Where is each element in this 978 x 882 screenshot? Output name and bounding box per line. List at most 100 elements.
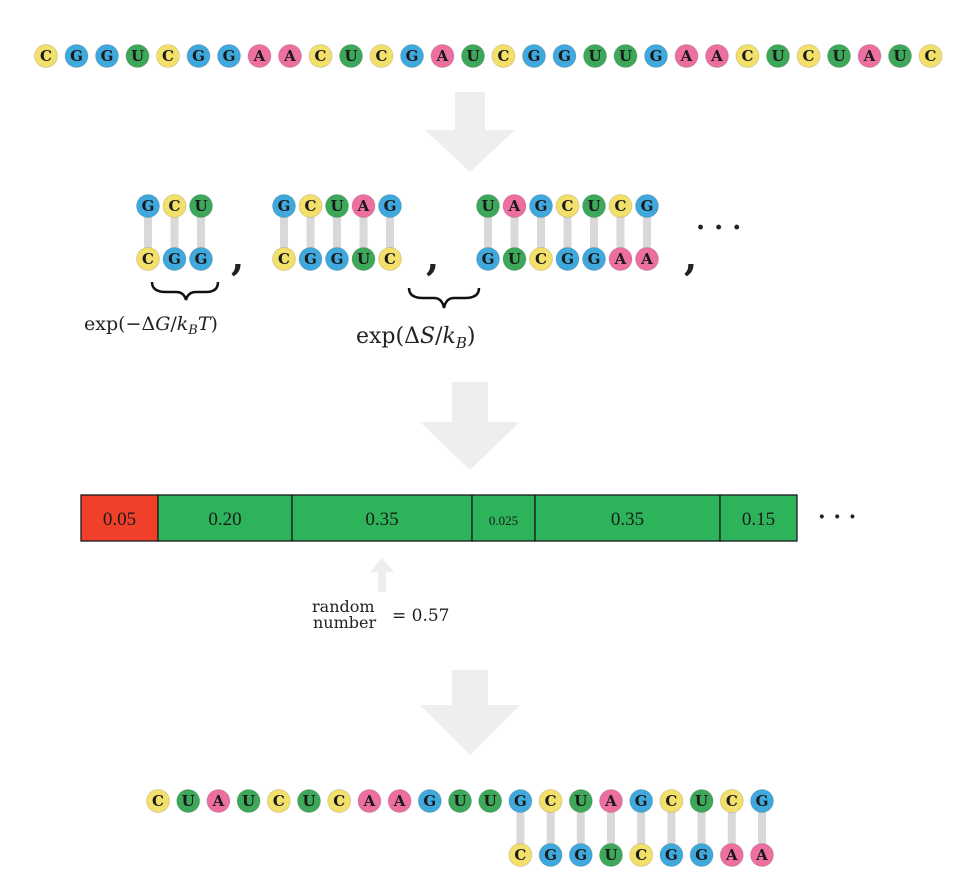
nucleotide: G bbox=[644, 44, 668, 68]
nucleotide-letter: G bbox=[384, 197, 397, 215]
random-pointer-arrow bbox=[370, 558, 394, 592]
nucleotide: C bbox=[735, 44, 760, 68]
nucleotide: G bbox=[476, 247, 500, 271]
nucleotide: U bbox=[502, 247, 527, 271]
nucleotide: G bbox=[568, 843, 593, 867]
base-pair-bond bbox=[607, 812, 615, 846]
nucleotide-letter: U bbox=[194, 197, 207, 215]
nucleotide-letter: C bbox=[545, 792, 557, 810]
nucleotide: A bbox=[608, 247, 633, 271]
nucleotide-letter: U bbox=[695, 792, 708, 810]
nucleotide: A bbox=[750, 843, 774, 867]
nucleotide-letter: U bbox=[771, 47, 784, 65]
nucleotide-letter: A bbox=[604, 792, 617, 810]
nucleotide-letter: G bbox=[278, 197, 291, 215]
nucleotide-letter: G bbox=[695, 846, 708, 864]
nucleotide: U bbox=[176, 789, 201, 813]
nucleotide: A bbox=[719, 843, 744, 867]
nucleotide: A bbox=[357, 789, 382, 813]
probability-segment bbox=[471, 494, 536, 542]
nucleotide: C bbox=[629, 843, 654, 867]
nucleotide: G bbox=[582, 247, 606, 271]
nucleotide-letter: C bbox=[665, 792, 677, 810]
nucleotide-letter: G bbox=[304, 250, 317, 268]
nucleotide-letter: C bbox=[498, 47, 510, 65]
nucleotide-letter: A bbox=[863, 47, 876, 65]
nucleotide: G bbox=[522, 44, 546, 68]
nucleotide-letter: G bbox=[756, 792, 769, 810]
nucleotide-letter: U bbox=[588, 47, 601, 65]
nucleotide: U bbox=[888, 44, 912, 68]
nucleotide-letter: A bbox=[614, 250, 627, 268]
nucleotide: U bbox=[125, 44, 150, 68]
nucleotide: C bbox=[34, 44, 58, 68]
base-pair-bond bbox=[510, 217, 519, 254]
candidate-ellipsis: · · · bbox=[696, 213, 741, 243]
nucleotide-letter: U bbox=[302, 792, 315, 810]
nucleotide-letter: A bbox=[755, 846, 768, 864]
nucleotide-letter: G bbox=[331, 250, 344, 268]
nucleotide: U bbox=[476, 194, 500, 218]
nucleotide-letter: A bbox=[710, 47, 723, 65]
nucleotide-letter: U bbox=[587, 197, 600, 215]
base-pair-bond bbox=[667, 812, 676, 846]
nucleotide-letter: C bbox=[142, 250, 154, 268]
nucleotide-letter: C bbox=[384, 250, 396, 268]
probability-value: 0.35 bbox=[611, 509, 644, 530]
base-pair-bond bbox=[516, 812, 525, 846]
nucleotide-letter: G bbox=[192, 47, 205, 65]
nucleotide: G bbox=[555, 247, 580, 271]
nucleotide: G bbox=[629, 789, 654, 813]
probability-value: 0.35 bbox=[365, 509, 398, 530]
nucleotide: G bbox=[635, 194, 659, 218]
base-pair-bond bbox=[637, 812, 646, 846]
base-pair-bond bbox=[386, 217, 394, 254]
nucleotide: C bbox=[378, 247, 402, 271]
nucleotide-letter: G bbox=[70, 47, 83, 65]
nucleotide-letter: G bbox=[588, 250, 601, 268]
nucleotide: C bbox=[266, 789, 291, 813]
comma-2: , bbox=[426, 234, 439, 279]
nucleotide-letter: U bbox=[574, 792, 587, 810]
energy-weight-label: exp(−ΔG/kBT) bbox=[84, 313, 218, 338]
nucleotide: A bbox=[857, 44, 882, 68]
nucleotide: G bbox=[508, 789, 533, 813]
nucleotide: U bbox=[297, 789, 321, 813]
base-pair-bond bbox=[563, 217, 572, 254]
nucleotide: C bbox=[918, 44, 943, 68]
nucleotide-letter: C bbox=[726, 792, 738, 810]
nucleotide: G bbox=[64, 44, 89, 68]
nucleotide: A bbox=[502, 194, 527, 218]
nucleotide: U bbox=[613, 44, 638, 68]
base-pair-bond bbox=[306, 217, 315, 254]
nucleotide: A bbox=[430, 44, 455, 68]
nucleotide: U bbox=[461, 44, 485, 68]
nucleotide: A bbox=[635, 247, 659, 271]
nucleotide: C bbox=[538, 789, 563, 813]
nucleotide: G bbox=[217, 44, 241, 68]
nucleotide-letter: C bbox=[273, 792, 285, 810]
nucleotide: A bbox=[674, 44, 699, 68]
nucleotide-letter: U bbox=[242, 792, 255, 810]
nucleotide-letter: C bbox=[535, 250, 547, 268]
nucleotide: C bbox=[136, 247, 160, 271]
nucleotide-letter: G bbox=[223, 47, 236, 65]
nucleotide-letter: C bbox=[162, 47, 174, 65]
nucleotide: C bbox=[608, 194, 633, 218]
nucleotide: C bbox=[719, 789, 744, 813]
probability-value: 0.15 bbox=[742, 509, 775, 530]
nucleotide-letter: G bbox=[195, 250, 208, 268]
nucleotide: U bbox=[189, 194, 213, 218]
base-pair-bond bbox=[359, 217, 368, 254]
nucleotide-letter: C bbox=[514, 846, 526, 864]
base-pair-bond bbox=[758, 812, 766, 846]
nucleotide: G bbox=[162, 247, 187, 271]
nucleotide: C bbox=[156, 44, 180, 68]
nucleotide: G bbox=[325, 247, 349, 271]
nucleotide-letter: G bbox=[635, 792, 648, 810]
nucleotide: G bbox=[186, 44, 211, 68]
nucleotide-letter: A bbox=[363, 792, 376, 810]
nucleotide-letter: G bbox=[482, 250, 495, 268]
